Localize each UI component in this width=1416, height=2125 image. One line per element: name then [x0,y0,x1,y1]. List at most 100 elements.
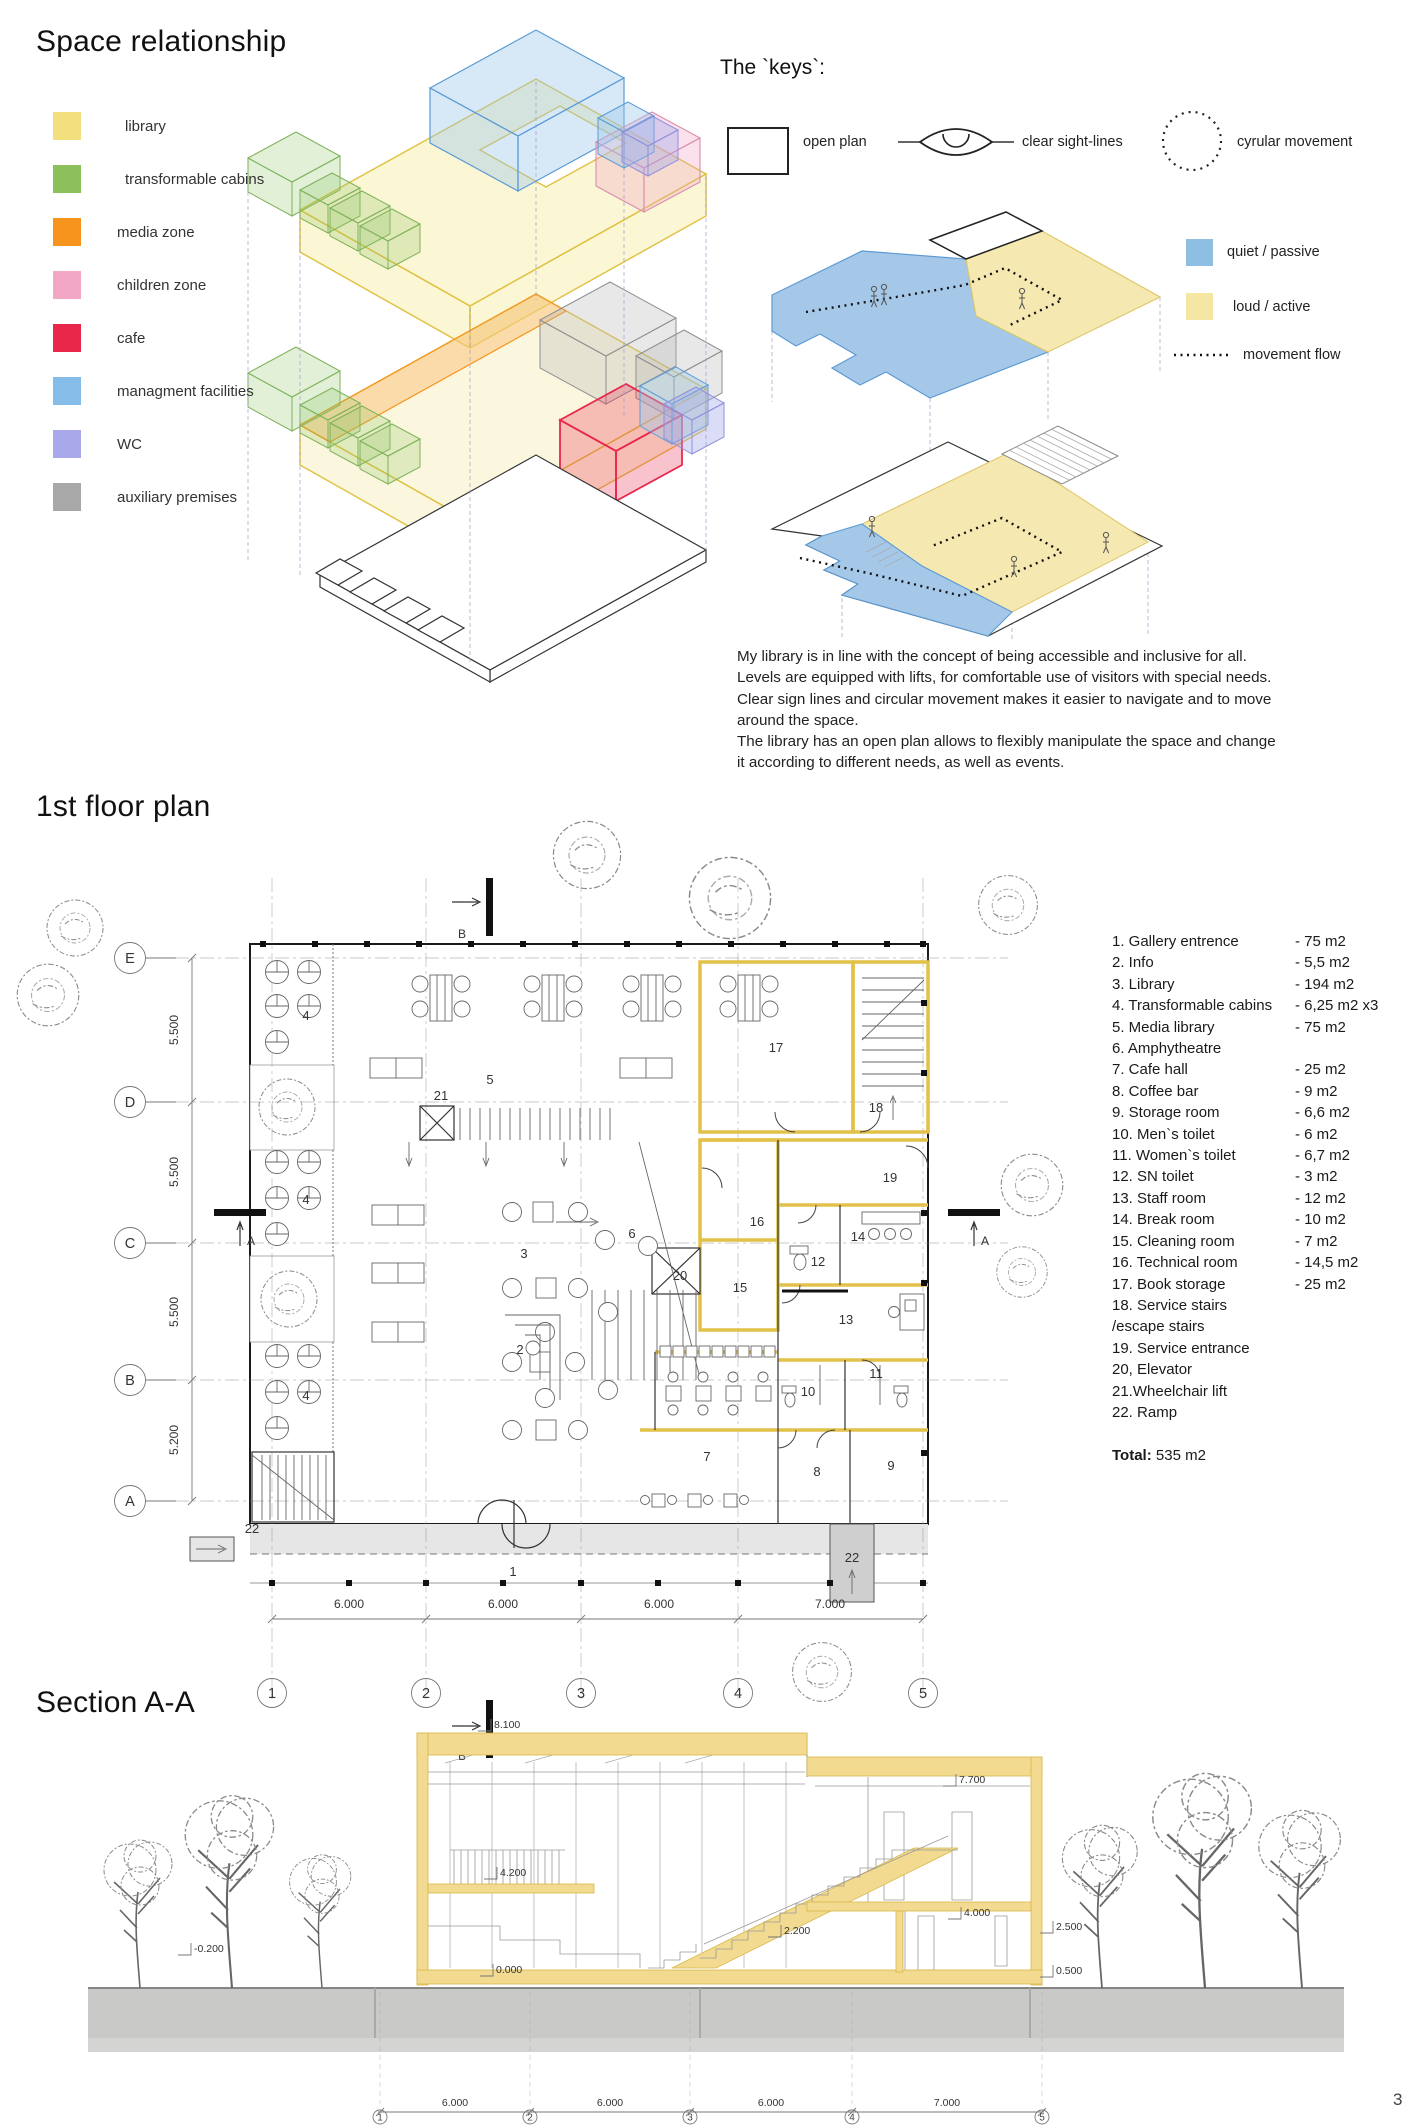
paragraph-line: My library is in line with the concept o… [737,648,1247,665]
room-area: - 6 m2 [1295,1125,1338,1143]
legend-label: WC [117,435,142,453]
room-number-labels: 4 4 4 5 17 18 21 19 16 6 3 15 20 14 12 1… [245,1008,897,1579]
grid-row-bubbles: E D C B A [114,942,176,1517]
room-number: 11 [869,1366,883,1381]
paragraph-line: The library has an open plan allows to f… [737,733,1276,751]
room-area: - 6,6 m2 [1295,1104,1351,1122]
dim-label: 6.000 [442,2097,468,2109]
room-name: 7. Cafe hall [1112,1061,1188,1079]
elevation-label: -0.200 [194,1943,224,1955]
dotted-circle-icon [1161,110,1223,172]
room-number: 4 [302,1008,309,1023]
room-number: 19 [883,1170,897,1185]
room-list-row: 14. Break room- 10 m2 [1112,1209,1405,1230]
legend-item-media: media zone [53,218,264,246]
room-area: - 25 m2 [1295,1061,1346,1079]
paragraph-line: it according to different needs, as well… [737,754,1065,772]
grid-col-label: 4 [849,2113,855,2124]
room-name: 22. Ramp [1112,1403,1178,1421]
legend-item-managment: managment facilities [53,377,264,405]
room-list-row: 7. Cafe hall - 25 m2 [1112,1059,1405,1080]
grid-row-label: B [125,1373,135,1389]
legend-item-children: children zone [53,271,264,299]
room-name: 4. Transformable cabins [1112,997,1273,1015]
room-name: 3. Library [1112,975,1175,993]
room-area: - 6,7 m2 [1295,1147,1351,1165]
marker-label: B [458,1749,466,1763]
marker-label: B [458,927,466,941]
room-number: 16 [750,1214,764,1229]
paragraph-line: Levels are equipped with lifts, for comf… [737,669,1272,687]
legend-label: media zone [117,223,195,241]
room-list-row: 4. Transformable cabins- 6,25 m2 x3 [1112,995,1405,1016]
key-label-open-plan: open plan [803,134,867,150]
marker-label: A [247,1234,255,1248]
grid-row-label: E [125,951,135,967]
legend-item-cabins: transformable cabins [53,165,264,193]
cafe-swatch [53,324,81,352]
room-list-row: 15. Cleaning room- 7 m2 [1112,1231,1405,1252]
cabins-swatch [53,165,81,193]
space-relationship-title: Space relationship [36,25,287,58]
room-list-row: 5. Media library- 75 m2 [1112,1017,1405,1038]
eye-icon [918,128,994,156]
grid-col-label: 5 [1039,2113,1045,2124]
room-name: 10. Men`s toilet [1112,1125,1215,1143]
room-name: 6. Amphytheatre [1112,1040,1222,1058]
concept-paragraph: My library is in line with the concept o… [737,646,1337,774]
elevation-label: 7.700 [959,1774,985,1786]
room-name: 14. Break room [1112,1211,1215,1229]
room-area: - 75 m2 [1295,933,1346,950]
room-area: - 14,5 m2 [1295,1254,1359,1272]
room-name: 12. SN toilet [1112,1168,1194,1186]
room-number: 22 [245,1521,259,1536]
section-title: Section A-A [36,1686,195,1719]
room-list-row: 2. Info- 5,5 m2 [1112,952,1405,973]
legend-label: transformable cabins [125,170,265,188]
keys-icons [898,110,1232,357]
room-number: 5 [486,1072,493,1087]
grid-col-label: 4 [734,1686,742,1702]
keys-title: The `keys`: [720,56,826,79]
legend-label: auxiliary premises [117,488,238,506]
room-area: - 9 m2 [1295,1082,1338,1100]
room-number: 10 [801,1384,815,1399]
loud-swatch [1186,293,1213,320]
room-area [1295,1359,1405,1380]
grid-col-label: 3 [687,2113,693,2124]
grid-row-label: C [125,1236,135,1252]
dim-label: 5.500 [167,1015,181,1045]
room-area [1295,1338,1405,1359]
grid-col-label: 1 [377,2113,383,2124]
floor-plan-title: 1st floor plan [36,790,211,823]
room-list-row: 22. Ramp [1112,1402,1405,1423]
room-list-row: 10. Men`s toilet - 6 m2 [1112,1124,1405,1145]
legend-item-wc: WC [53,430,264,458]
room-area [1295,1038,1405,1059]
room-list-row: 18. Service stairs [1112,1295,1405,1316]
total-value: 535 m2 [1155,1447,1206,1465]
dim-label: 7.000 [934,2097,960,2109]
elevation-label: 0.500 [1056,1965,1082,1977]
room-name: 8. Coffee bar [1112,1082,1199,1100]
dim-label: 6.000 [334,1597,364,1611]
elevation-label: 2.200 [784,1925,810,1937]
floor-plan-drawing: E D C B A 5.500 5.500 5.500 5.200 1 2 3 … [16,820,1064,1763]
room-name: 18. Service stairs [1112,1296,1228,1314]
key-label-cyrular: cyrular movement [1237,134,1353,150]
dim-label: 6.000 [758,2097,784,2109]
room-number: 4 [302,1192,309,1207]
legend-item-cafe: cafe [53,324,264,352]
room-list-row: /escape stairs [1112,1316,1405,1337]
room-name: 11. Women`s toilet [1112,1147,1236,1165]
keys-diagram-lower [769,425,1164,642]
room-name: 17. Book storage [1112,1275,1226,1293]
room-number: 2 [516,1342,523,1357]
room-name: 19. Service entrance [1112,1339,1250,1357]
dim-label: 5.200 [167,1425,181,1455]
grid-row-label: A [125,1494,135,1510]
room-list-total: Total: 535 m2 [1112,1445,1405,1466]
room-number: 13 [839,1312,853,1327]
loud-label: loud / active [1233,299,1311,315]
room-list: 1. Gallery entrence- 75 m2 2. Info- 5,5 … [1112,931,1405,1467]
